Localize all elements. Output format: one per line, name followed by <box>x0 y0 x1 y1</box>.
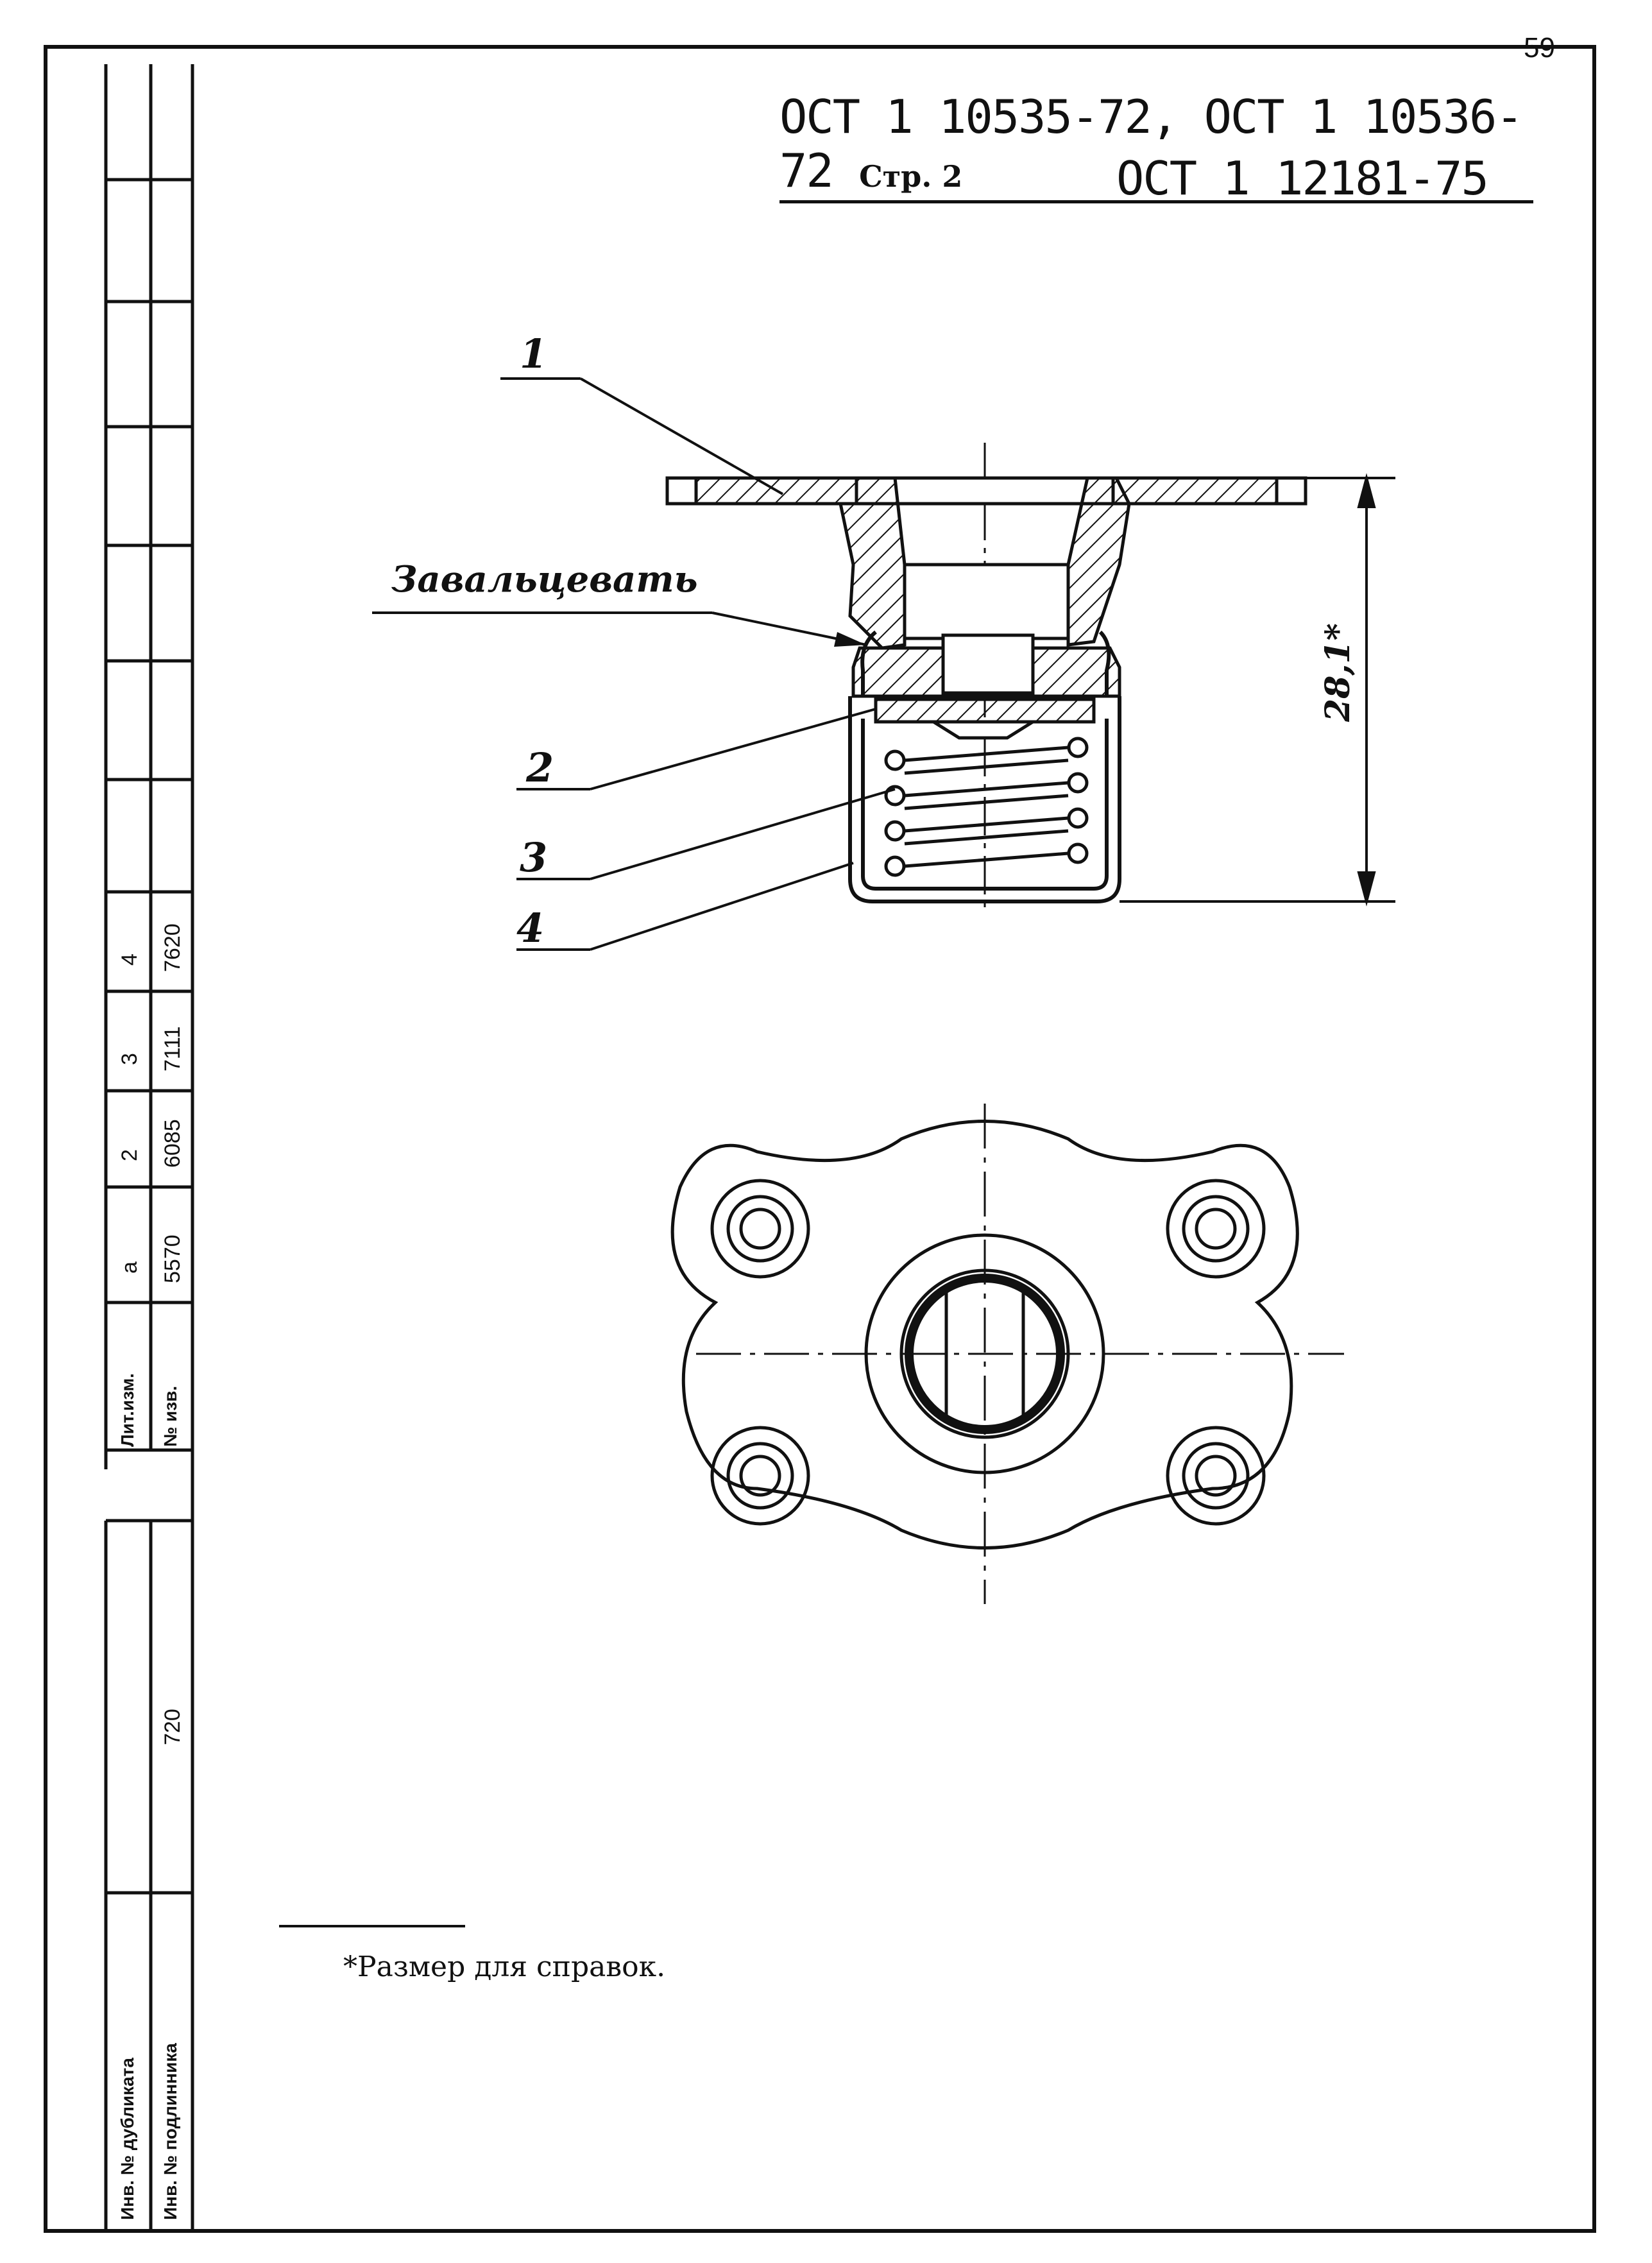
instruction-roll: Завальцевать <box>391 558 698 601</box>
footnote: *Размер для справок. <box>343 1951 666 1983</box>
plan-view <box>670 1104 1344 1604</box>
sheet-number: 59 <box>1524 32 1555 64</box>
callout-2: 2 <box>526 744 554 791</box>
footnote-rule <box>279 1925 465 1927</box>
header-line1: ОСТ 1 10535-72, ОСТ 1 10536-72 <box>779 90 1524 198</box>
callout-3: 3 <box>520 834 548 881</box>
callout-4: 4 <box>516 905 545 952</box>
header-standards: ОСТ 1 10535-72, ОСТ 1 10536-72 Стр. 2 <box>779 90 1533 203</box>
header-line2: ОСТ 1 12181-75 <box>1116 151 1489 205</box>
dimension-height: 28,1* <box>1318 623 1358 722</box>
drawing-frame <box>44 45 1596 2233</box>
callout-1: 1 <box>520 330 548 377</box>
header-page: Стр. 2 <box>859 159 963 194</box>
